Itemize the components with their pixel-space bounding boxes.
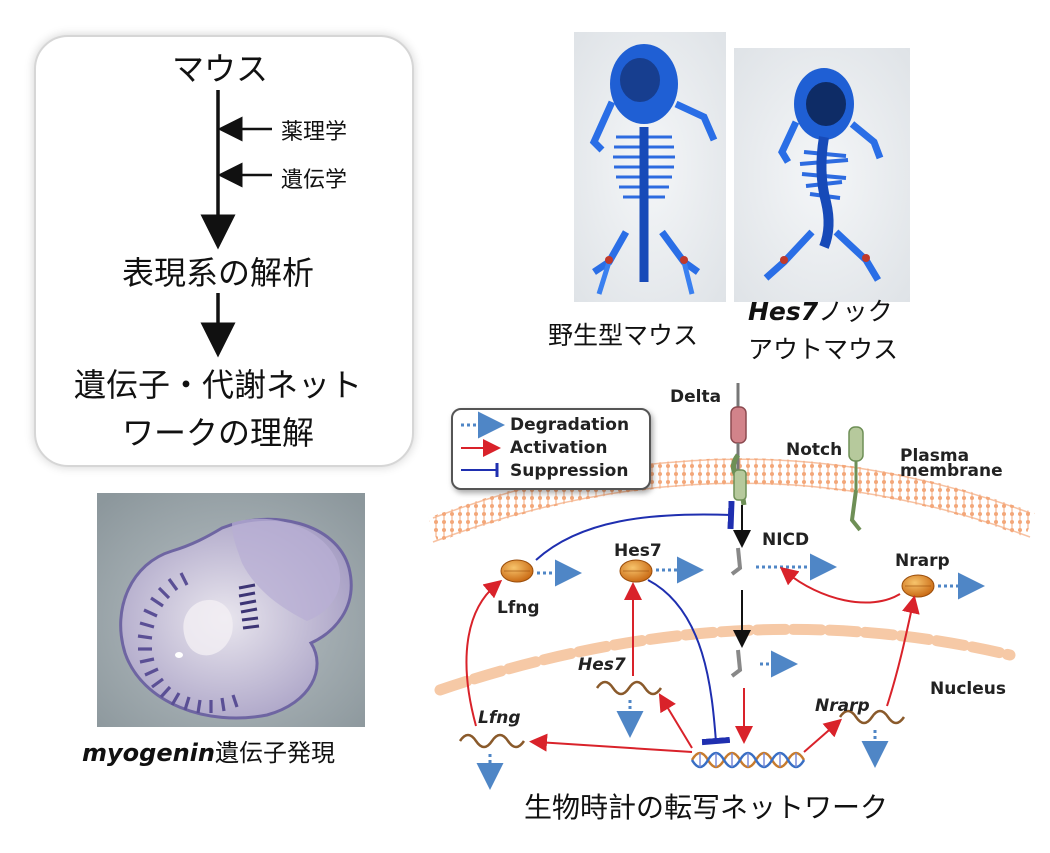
nrarp-translation-arrow (886, 595, 920, 707)
embryo-caption-gene: myogenin (82, 739, 215, 767)
label-nrarp-gene: Nrarp (815, 696, 870, 716)
nicd-nuclear (730, 649, 743, 678)
notch-free (848, 426, 864, 532)
notch-bound (731, 453, 747, 506)
knockout-skeleton (763, 68, 884, 282)
embryo-caption: myogenin遺伝子発現 (82, 733, 335, 768)
wildtype-skeleton (589, 44, 718, 295)
dna-to-lfng-arrow (529, 733, 693, 753)
knockout-caption-2: アウトマウス (748, 335, 899, 364)
legend-degradation-label: Degradation (510, 415, 630, 435)
flow-understanding-1: 遺伝子・代謝ネット (73, 366, 362, 404)
knockout-rest: ノック (818, 297, 893, 326)
knockout-gene: Hes7 (748, 297, 819, 326)
flow-mouse: マウス (171, 50, 268, 88)
flow-pharmacology: 薬理学 (281, 120, 348, 145)
flow-phenotype: 表現系の解析 (121, 254, 314, 292)
delta-receptor (730, 383, 747, 470)
embryo-image (97, 493, 365, 727)
dna-helix (690, 751, 806, 769)
lfng-translation-arrow (465, 579, 503, 727)
skeleton-images (574, 32, 910, 302)
label-lfng-protein: Lfng (497, 598, 540, 618)
label-plasma: Plasma (900, 446, 970, 466)
wildtype-caption: 野生型マウス (548, 321, 699, 350)
label-membrane: membrane (900, 461, 1003, 481)
pathway-title: 生物時計の転写ネットワーク (524, 791, 889, 824)
hes7-suppression (647, 579, 731, 746)
dna-to-nrarp-arrow (803, 718, 843, 753)
label-hes7-gene: Hes7 (578, 655, 626, 675)
label-nucleus: Nucleus (930, 679, 1006, 699)
lfng-mrna (458, 733, 526, 749)
nicd-fragment (730, 547, 743, 576)
flow-understanding-2: ワークの理解 (121, 414, 314, 452)
label-nrarp-protein: Nrarp (895, 551, 950, 571)
label-lfng-gene: Lfng (478, 708, 521, 728)
legend-suppression-label: Suppression (510, 461, 629, 481)
somite-stripes (137, 572, 239, 714)
flow-genetics: 遺伝学 (281, 168, 348, 193)
embryo-caption-rest: 遺伝子発現 (215, 739, 335, 767)
label-hes7-protein: Hes7 (614, 541, 662, 561)
knockout-caption-1: Hes7ノック (748, 292, 893, 328)
legend-activation-label: Activation (510, 438, 608, 458)
lfng-suppression (535, 500, 735, 561)
nuclear-envelope (434, 623, 1016, 696)
nrarp-to-nicd-arrow (779, 566, 901, 604)
label-delta: Delta (670, 387, 722, 407)
nrarp-mrna (838, 709, 906, 725)
label-notch: Notch (786, 440, 843, 460)
flowchart-panel (34, 35, 414, 467)
legend-symbols (461, 411, 505, 477)
hes7-mrna (595, 680, 663, 696)
tail-stripes (238, 583, 260, 630)
dna-to-hes7-arrow (658, 693, 693, 749)
label-nicd: NICD (762, 530, 810, 550)
